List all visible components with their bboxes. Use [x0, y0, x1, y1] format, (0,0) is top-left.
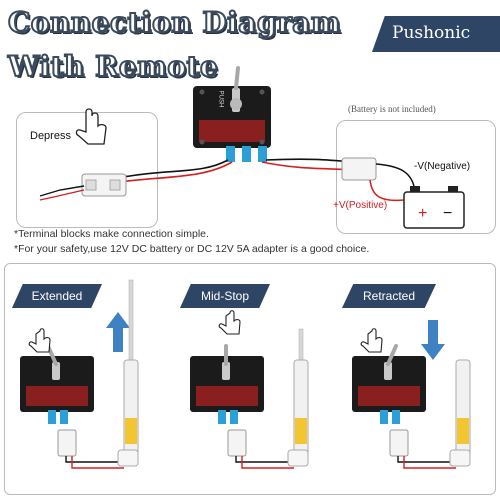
state-badge-retracted: Retracted	[342, 284, 436, 308]
linear-actuator	[449, 359, 471, 467]
state-scene-retracted	[352, 328, 471, 469]
switch-terminals	[226, 146, 267, 162]
switch-marking: PUSH	[217, 90, 224, 108]
hand-press-icon	[75, 108, 107, 145]
toggle-switch	[190, 344, 264, 412]
state-label-extended: Extended	[31, 289, 83, 303]
terminal-block	[389, 429, 409, 457]
state-scene-mid-stop	[190, 310, 309, 469]
brand-banner: Pushonic	[372, 16, 500, 52]
battery-not-included-note: (Battery is not included)	[348, 104, 436, 114]
linear-actuator	[117, 279, 139, 467]
right-terminal-block	[341, 157, 377, 181]
note-terminal-blocks: *Terminal blocks make connection simple.	[14, 228, 209, 240]
brand-name: Pushonic	[392, 23, 471, 43]
linear-actuator	[287, 328, 309, 467]
state-label-mid-stop: Mid-Stop	[200, 289, 250, 303]
toggle-switch	[20, 344, 94, 412]
note-safety: *For your safety,use 12V DC battery or D…	[14, 243, 370, 255]
negative-terminal-label: -V(Negative)	[414, 161, 471, 172]
positive-terminal-label: +V(Positive)	[333, 200, 388, 211]
retract-arrow-icon	[421, 320, 445, 360]
diagram-title-line2: With Remote	[7, 49, 219, 84]
terminal-block	[57, 429, 77, 457]
battery-minus-sign: −	[443, 205, 453, 222]
depress-label: Depress	[30, 130, 71, 142]
toggle-switch	[352, 344, 426, 412]
diagram-title-line1: Connection Diagram	[7, 5, 342, 40]
hand-press-icon	[218, 310, 241, 335]
hand-press-icon	[360, 328, 383, 353]
switch-terminals	[218, 410, 238, 424]
operation-states-panel	[4, 263, 496, 495]
switch-terminals	[380, 410, 400, 424]
battery-plus-sign: +	[418, 205, 428, 222]
toggle-switch	[193, 66, 271, 148]
state-label-retracted: Retracted	[362, 289, 416, 303]
state-scene-extended	[20, 279, 139, 469]
hand-press-icon	[28, 328, 51, 353]
left-terminal-block	[81, 173, 127, 197]
extend-arrow-icon	[106, 312, 130, 352]
terminal-block	[227, 429, 247, 457]
state-badge-extended: Extended	[12, 284, 102, 308]
state-badge-mid-stop: Mid-Stop	[180, 284, 270, 308]
switch-terminals	[48, 410, 68, 424]
battery	[403, 186, 465, 229]
